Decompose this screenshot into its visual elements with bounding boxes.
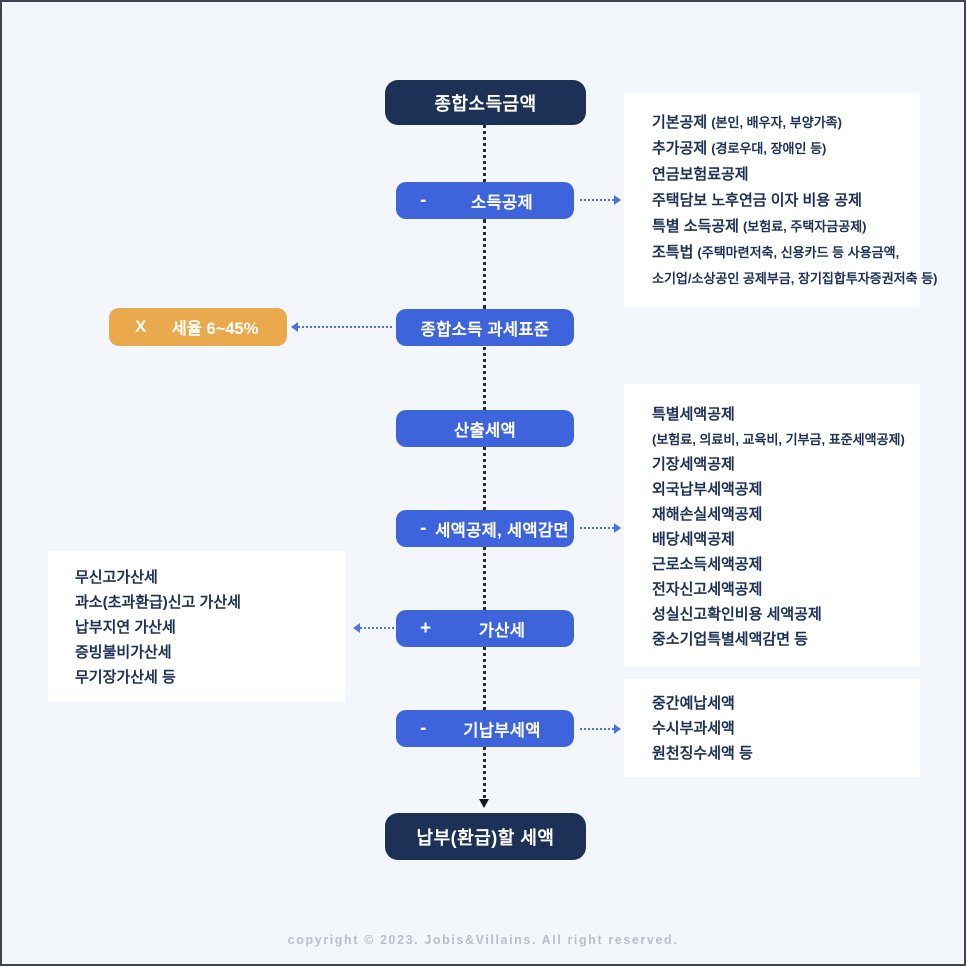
tax-rate-label: 세율 6~45% — [171, 320, 259, 338]
list-line: 연금보험료공제 — [652, 166, 749, 183]
list-line: 과소(초과환급)신고 가산세 — [75, 594, 241, 611]
connector-to-prepaid — [580, 724, 621, 734]
list-line: 기장세액공제 — [652, 456, 735, 473]
tax-base-box: 종합소득 과세표준 — [396, 309, 574, 346]
list-line: 기본공제(본인, 배우자, 부양가족) — [652, 114, 842, 131]
connector-to-tax-rate — [291, 322, 392, 332]
minus-operator: - — [420, 517, 427, 539]
connector-to-income-deduction — [580, 195, 621, 205]
calculated-tax-box: 산출세액 — [396, 410, 574, 447]
tax-credit-list: 특별세액공제 (보험료, 의료비, 교육비, 기부금, 표준세액공제) 기장세액공제… — [624, 384, 920, 652]
connector-vertical — [483, 219, 486, 309]
connector-to-tax-credit — [580, 523, 621, 533]
list-line: 소기업/소상공인 공제부금, 장기집합투자증권저축 등) — [652, 271, 938, 286]
list-line: (보험료, 의료비, 교육비, 기부금, 표준세액공제) — [652, 432, 905, 447]
minus-operator: - — [420, 189, 427, 211]
connector-to-penalty — [353, 623, 394, 633]
prepaid-tax-box: - 기납부세액 — [396, 710, 574, 747]
connector-vertical — [483, 647, 486, 710]
list-line: 무기장가산세 등 — [75, 669, 176, 686]
arrow-left-icon — [353, 623, 360, 633]
arrow-right-icon — [614, 195, 621, 205]
list-line: 재해손실세액공제 — [652, 506, 763, 523]
list-line: 전자신고세액공제 — [652, 581, 763, 598]
list-line: 특별 소득공제(보험료, 주택자금공제) — [652, 218, 867, 235]
income-deduction-panel: 기본공제(본인, 배우자, 부양가족) 추가공제(경로우대, 장애인 등) 연금보험… — [624, 93, 938, 307]
list-line: 추가공제(경로우대, 장애인 등) — [652, 140, 827, 157]
final-tax-box: 납부(환급)할 세액 — [385, 813, 586, 860]
income-deduction-label: 소득공제 — [471, 193, 533, 212]
list-line: 특별세액공제 — [652, 406, 735, 423]
list-line: 무신고가산세 — [75, 569, 158, 586]
total-income-box: 종합소득금액 — [385, 80, 586, 125]
list-line: 납부지연 가산세 — [75, 619, 176, 636]
income-deduction-box: - 소득공제 — [396, 182, 574, 219]
tax-credit-label: 세액공제, 세액감면 — [435, 521, 569, 540]
arrow-down-icon — [479, 799, 489, 808]
list-line: 주택담보 노후연금 이자 비용 공제 — [652, 192, 862, 209]
minus-operator: - — [420, 717, 427, 739]
list-line: 근로소득세액공제 — [652, 556, 763, 573]
connector-vertical — [483, 747, 486, 798]
penalty-tax-box: + 가산세 — [396, 610, 574, 647]
list-line: 조특법(주택마련저축, 신용카드 등 사용금액, — [652, 244, 900, 261]
connector-vertical — [483, 547, 486, 610]
calculated-tax-label: 산출세액 — [454, 421, 516, 440]
penalty-tax-label: 가산세 — [478, 621, 526, 640]
income-deduction-list: 기본공제(본인, 배우자, 부양가족) 추가공제(경로우대, 장애인 등) 연금보험… — [624, 93, 938, 292]
list-line: 중간예납세액 — [652, 695, 735, 712]
list-line: 배당세액공제 — [652, 531, 735, 548]
tax-credit-box: - 세액공제, 세액감면 — [396, 510, 574, 547]
arrow-right-icon — [614, 724, 621, 734]
list-line: 성실신고확인비용 세액공제 — [652, 606, 822, 623]
list-line: 증빙불비가산세 — [75, 644, 172, 661]
list-line: 중소기업특별세액감면 등 — [652, 631, 808, 648]
arrow-left-icon — [291, 322, 298, 332]
multiply-operator: X — [135, 317, 147, 336]
arrow-right-icon — [614, 523, 621, 533]
copyright-text: copyright © 2023. Jobis&Villains. All ri… — [287, 933, 679, 947]
prepaid-tax-label: 기납부세액 — [463, 721, 541, 740]
list-line: 수시부과세액 — [652, 720, 735, 737]
tax-rate-box: X 세율 6~45% — [109, 308, 287, 346]
list-line: 원천징수세액 등 — [652, 745, 753, 762]
connector-vertical — [483, 447, 486, 510]
connector-vertical — [483, 125, 486, 182]
plus-operator: + — [420, 617, 432, 639]
connector-vertical — [483, 347, 486, 410]
list-line: 외국납부세액공제 — [652, 481, 763, 498]
tax-credit-panel: 특별세액공제 (보험료, 의료비, 교육비, 기부금, 표준세액공제) 기장세액공제… — [624, 384, 920, 666]
tax-base-label: 종합소득 과세표준 — [420, 320, 550, 339]
